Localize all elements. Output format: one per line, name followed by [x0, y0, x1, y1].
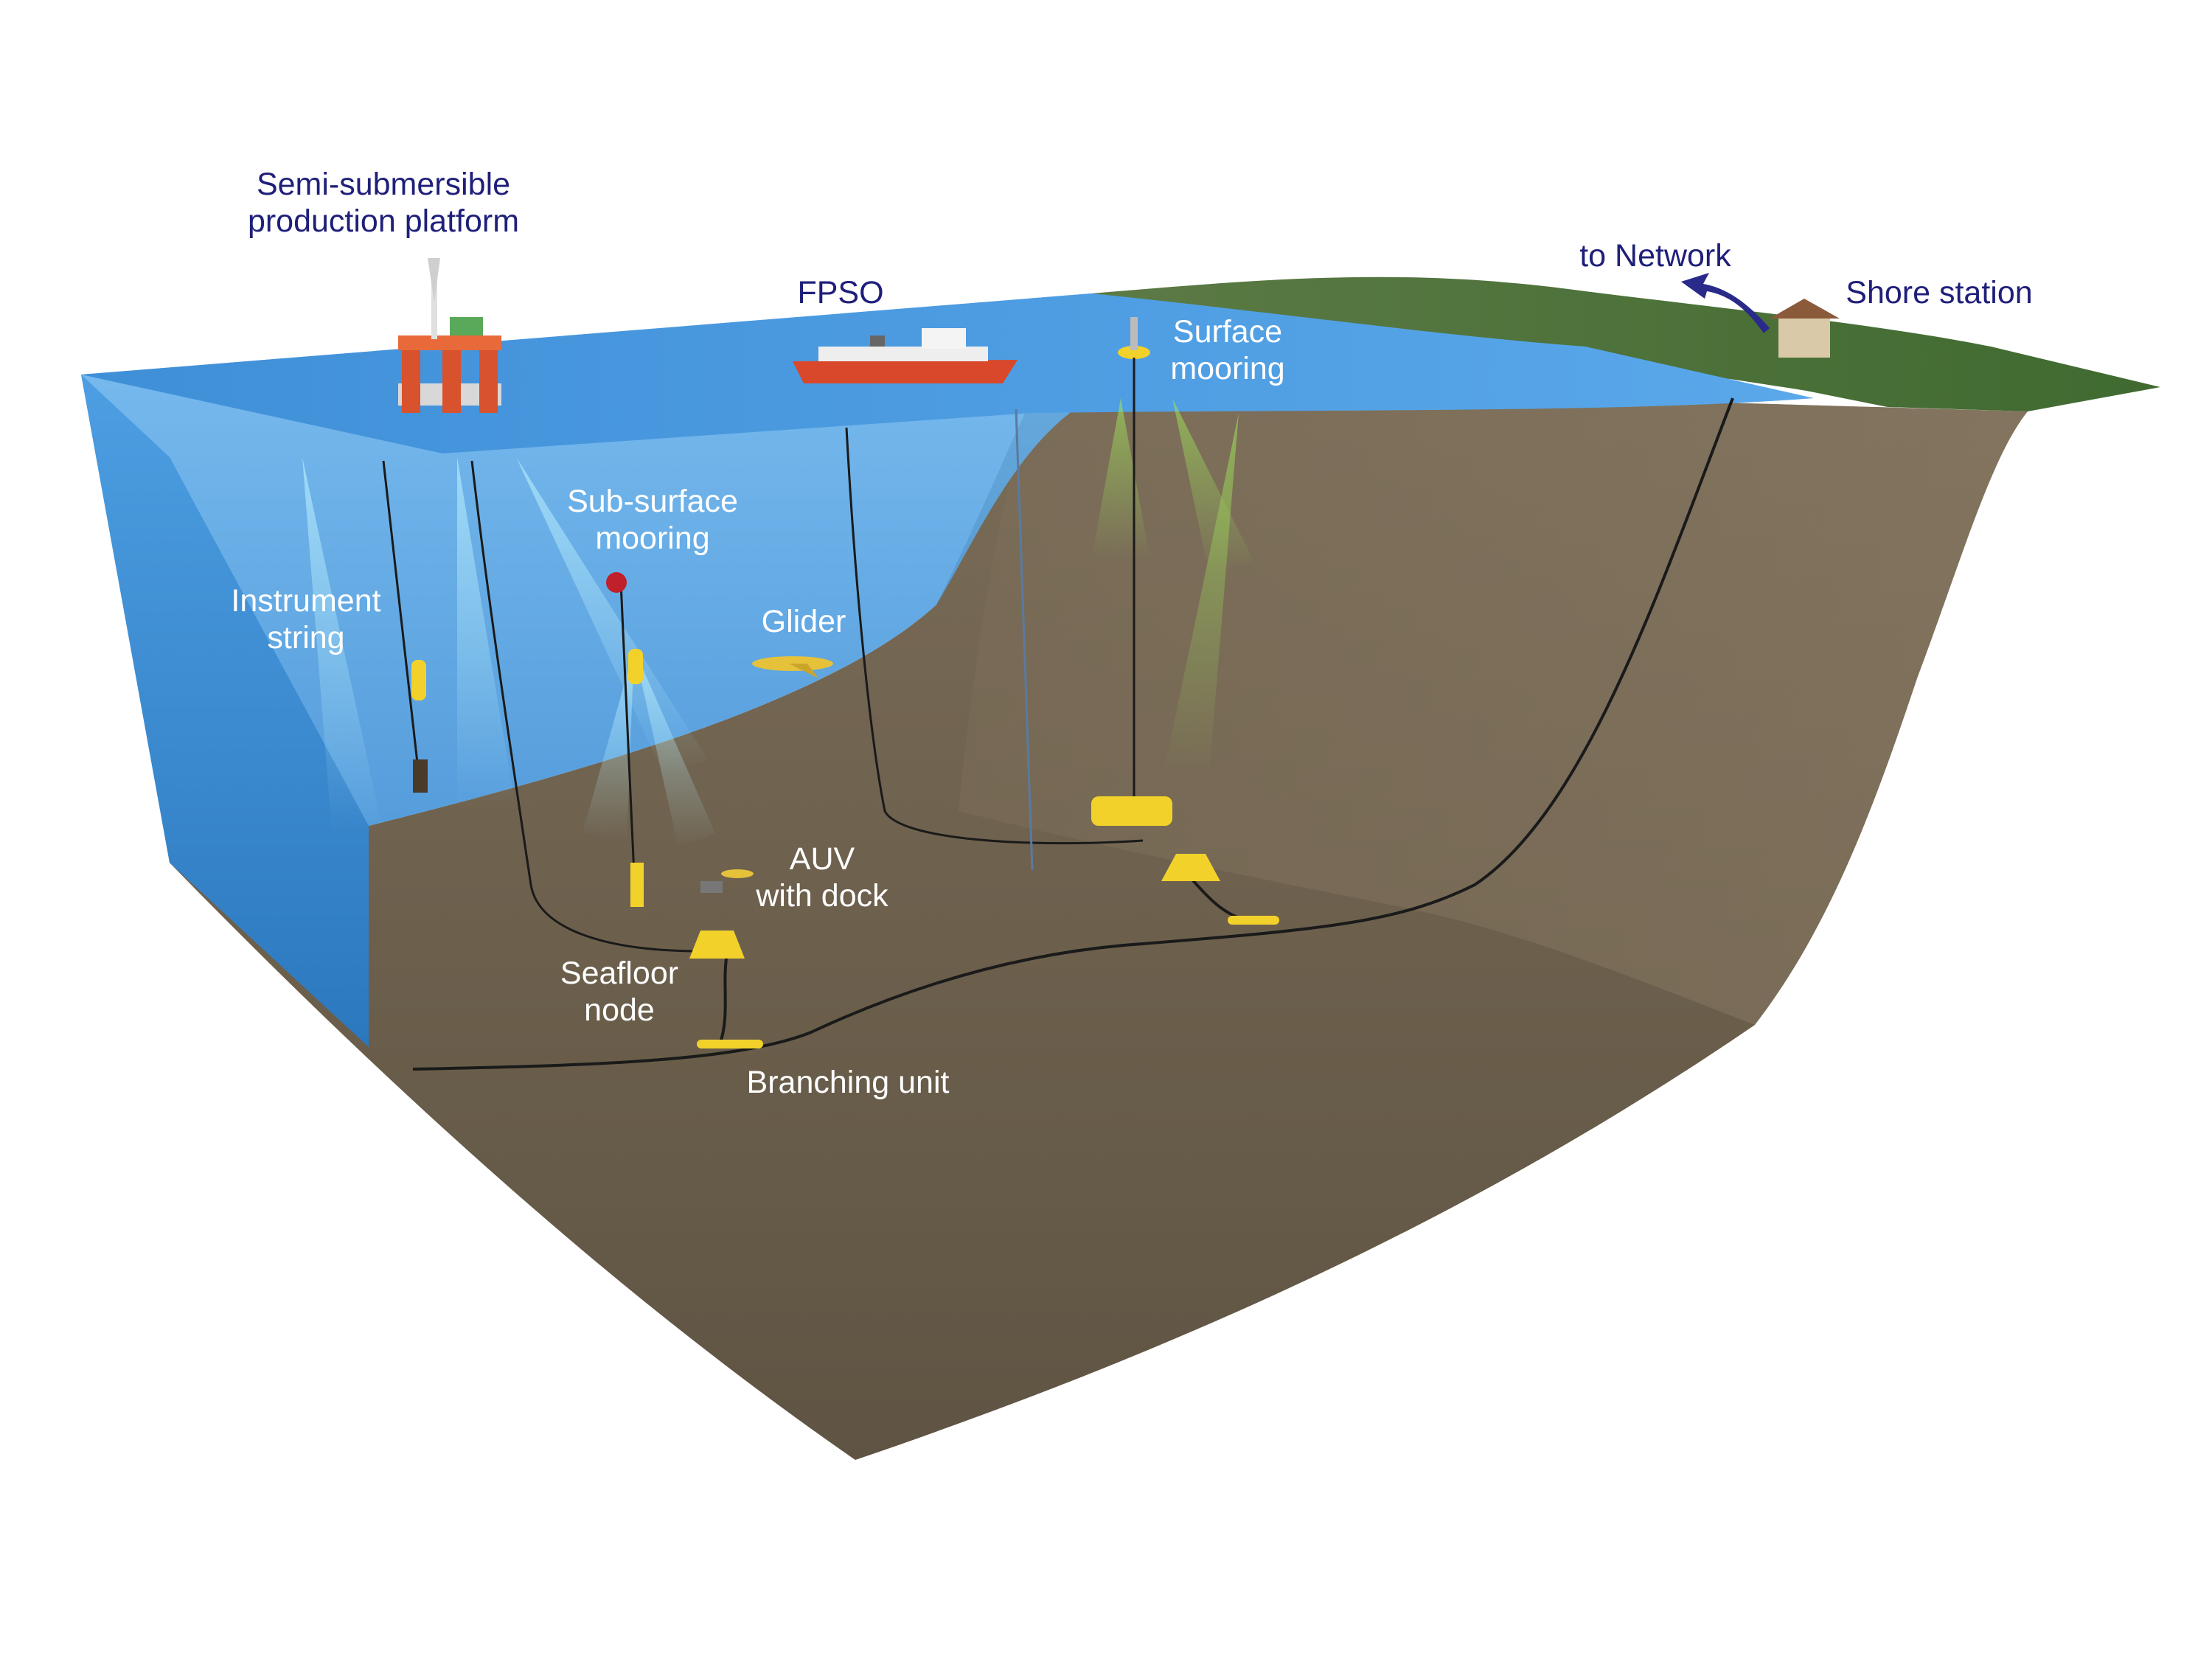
land-surface	[1091, 276, 2160, 411]
instrument-devices	[411, 572, 644, 907]
label-fpso: FPSO	[797, 275, 884, 310]
mooring-lines	[382, 358, 1144, 953]
branching-units	[697, 916, 1279, 1048]
label-platform: Semi-submersible production platform	[247, 167, 520, 239]
label-auv: AUV with dock	[756, 841, 888, 914]
fpso-graphic	[793, 328, 1018, 383]
label-seafloor-node: Seafloor node	[560, 956, 679, 1028]
glider-graphic	[752, 656, 833, 678]
sensor-beams	[302, 398, 1253, 848]
label-surface-mooring: Surface mooring	[1170, 314, 1285, 386]
water-side	[81, 375, 369, 1047]
label-glider: Glider	[761, 604, 846, 639]
shore-station-graphic	[1770, 299, 1840, 358]
label-branching-unit: Branching unit	[746, 1065, 950, 1100]
label-instrument-string: Instrument string	[231, 583, 381, 655]
label-shore-station: Shore station	[1846, 275, 2033, 310]
surface-mooring-buoy	[1118, 317, 1150, 359]
label-subsurface-mooring: Sub-surface mooring	[567, 484, 738, 556]
auv-graphic	[700, 869, 754, 893]
label-to-network: to Network	[1579, 238, 1731, 274]
seafloor-nodes	[689, 796, 1220, 959]
network-arrow-icon	[1681, 273, 1770, 333]
platform-graphic	[398, 258, 501, 413]
